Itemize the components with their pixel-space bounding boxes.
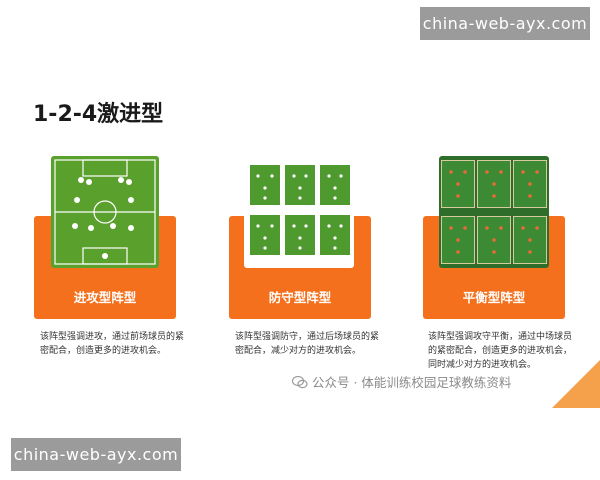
wechat-icon [292,375,308,388]
watermark-top: china-web-ayx.com [420,7,590,40]
card-balance-description: 该阵型强调攻守平衡，通过中场球员的紧密配合，创造更多的进攻机会，同时减少对方的进… [428,332,573,370]
defense-pitch-image [244,156,354,268]
card-attack-description: 该阵型强调进攻，通过前场球员的紧密配合，创造更多的进攻机会。 [40,332,185,356]
attack-pitch-image [51,156,159,268]
card-balance-label: 平衡型阵型 [462,290,526,305]
card-attack-label: 进攻型阵型 [73,290,137,305]
card-defense-label: 防守型阵型 [268,290,332,305]
watermark-bottom: china-web-ayx.com [11,438,181,471]
page-title: 1-2-4激进型 [33,102,164,127]
balance-pitch-image [439,156,549,268]
balance-players-icon [449,170,539,254]
corner-triangle [552,360,600,408]
footer-watermark-text: 公众号 · 体能训练校园足球教练资料 [312,375,512,390]
pitch-lines-icon [54,159,156,265]
footer-watermark: 公众号 · 体能训练校园足球教练资料 [292,372,511,391]
defense-players-icon [256,174,343,250]
card-defense-description: 该阵型强调防守，通过后场球员的紧密配合，减少对方的进攻机会。 [235,332,380,356]
